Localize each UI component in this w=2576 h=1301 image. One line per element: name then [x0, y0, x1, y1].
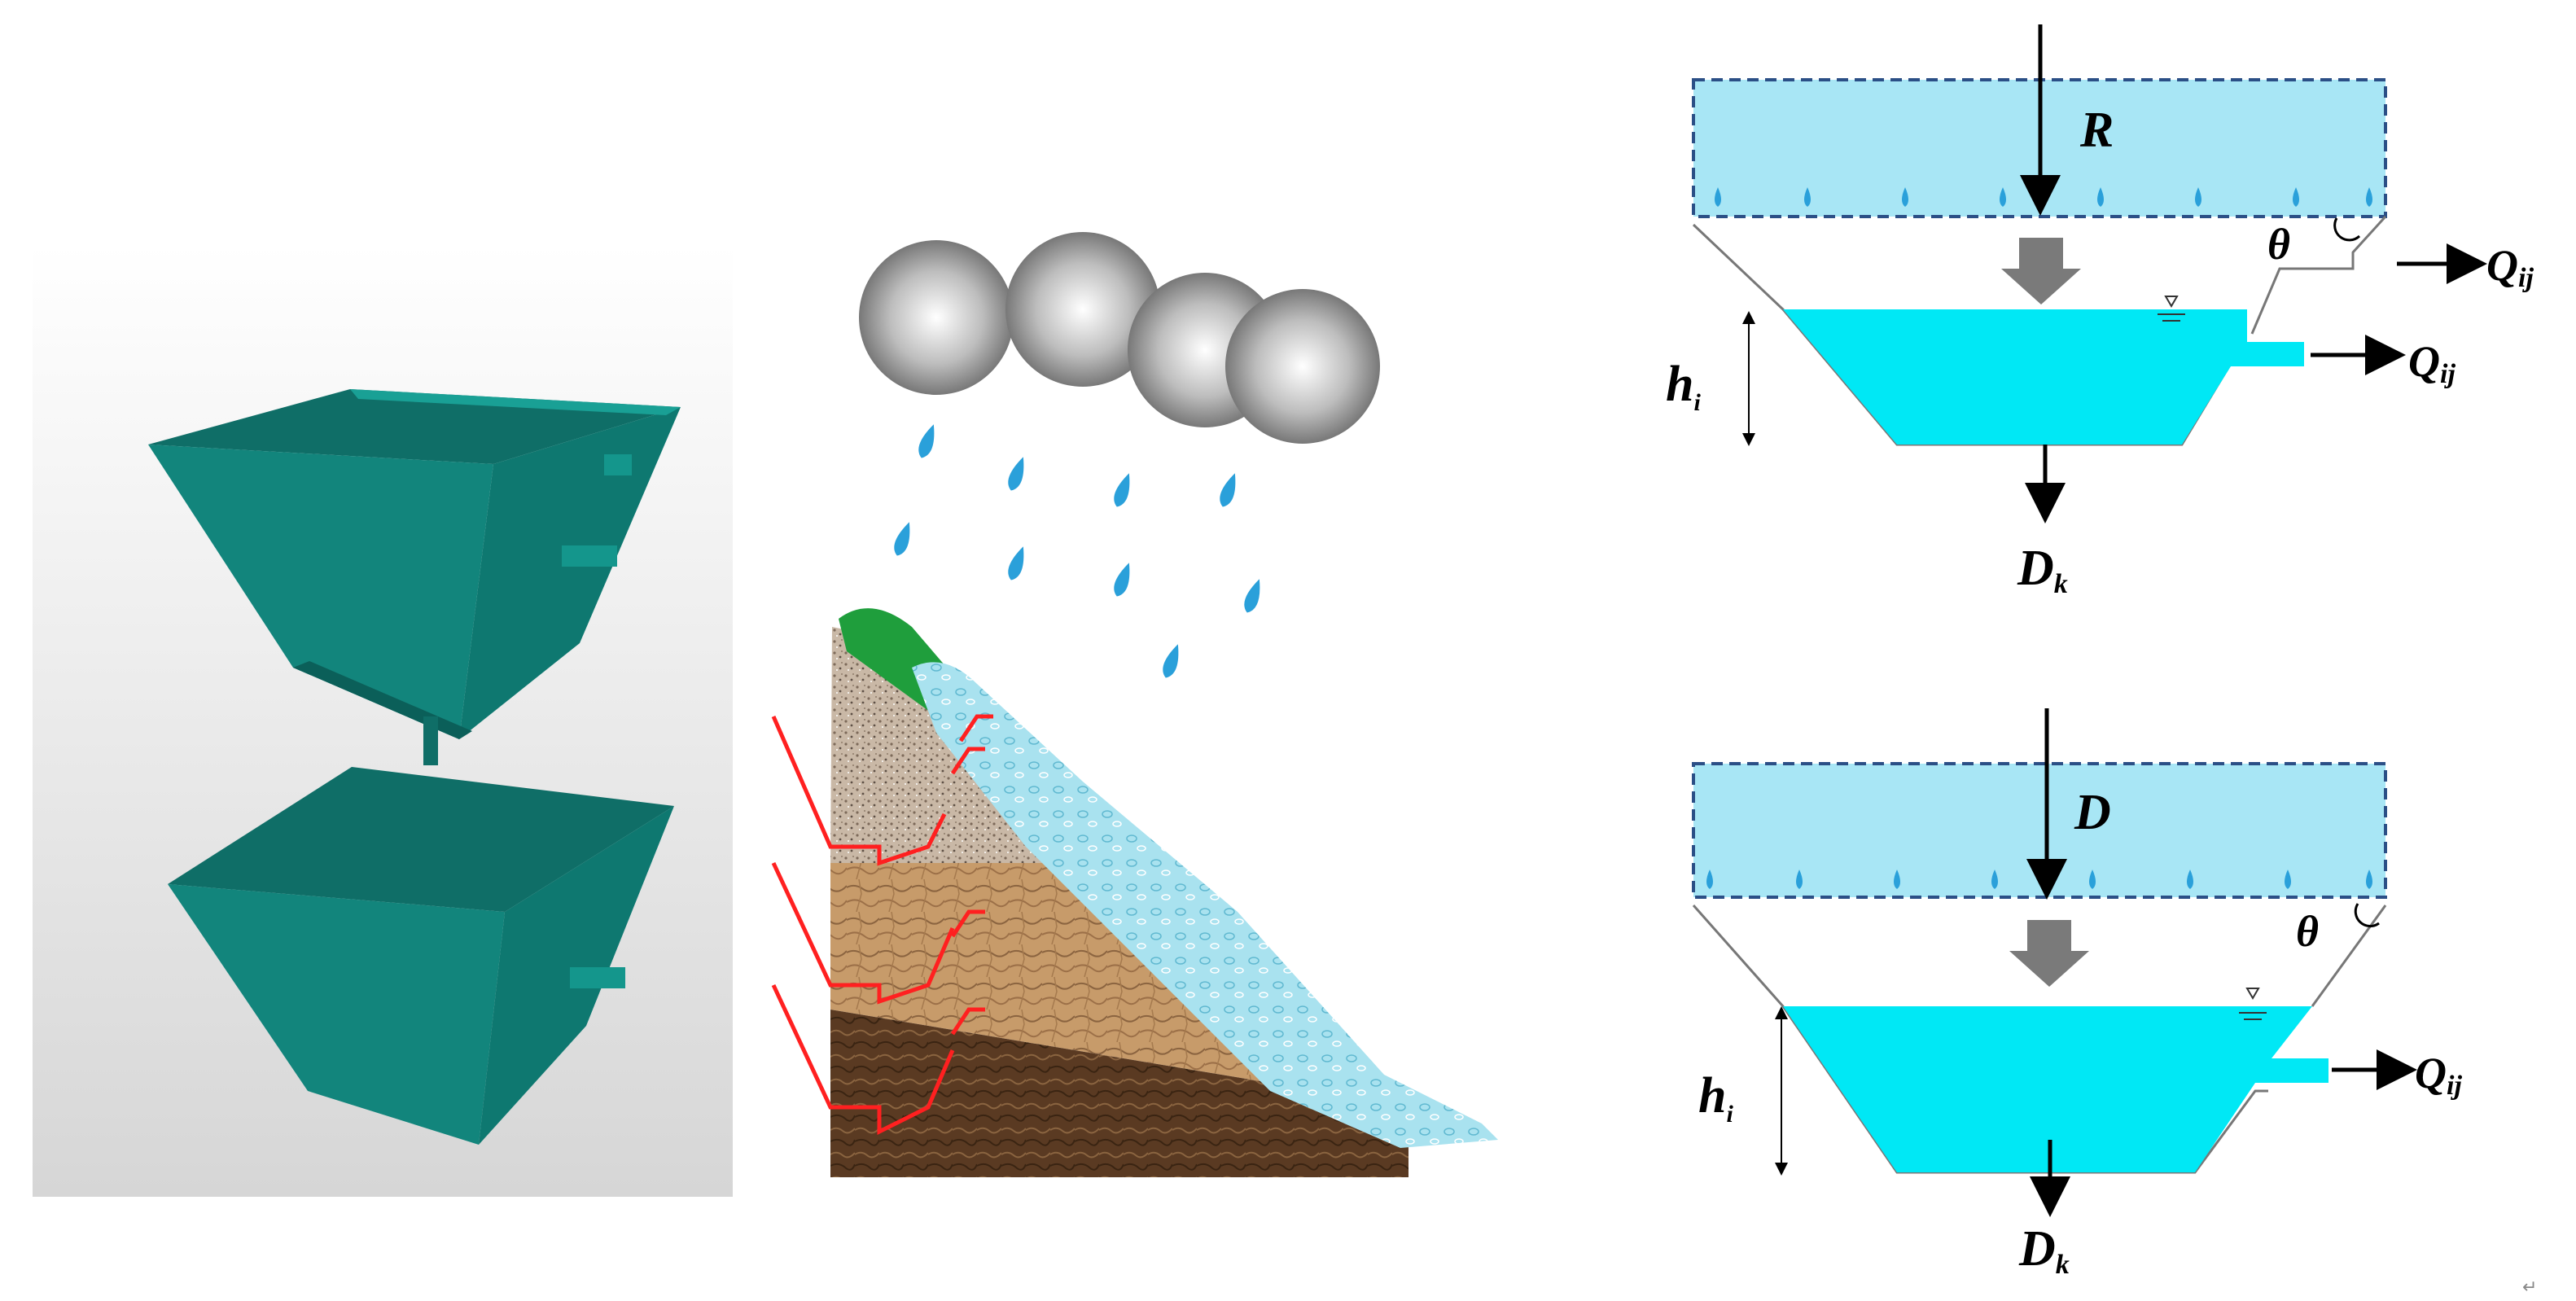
raindrop-icon	[1706, 870, 2372, 889]
theta-label: θ	[2267, 220, 2290, 269]
bedrock-layer	[830, 1010, 1408, 1177]
bucket-render-panel	[33, 244, 733, 1197]
lower-bucket	[168, 767, 674, 1145]
cloud-icon	[859, 232, 1380, 444]
top-tank-schematic: R θ Qij Qij hi Dk	[1666, 24, 2534, 599]
upper-bucket-side-pipe-1	[604, 454, 632, 475]
slope-illustration-panel	[771, 232, 1498, 1177]
lower-bucket-side-pipe	[570, 967, 625, 988]
drain-label: Dk	[2018, 1221, 2070, 1280]
angle-arc	[2333, 217, 2361, 242]
surface-water-flow	[912, 662, 1498, 1148]
raindrop-icon	[1715, 187, 2372, 207]
lateral-flux-lines	[771, 714, 993, 1136]
upper-bucket	[148, 389, 681, 765]
upper-bucket-bottom-pipe	[423, 716, 438, 765]
angle-arc	[2354, 903, 2380, 927]
paragraph-mark: ↵	[2522, 1277, 2537, 1297]
input-label: D	[2074, 785, 2111, 840]
water-body	[1783, 1006, 2328, 1172]
theta-label: θ	[2296, 907, 2319, 956]
depth-label: hi	[1666, 357, 1701, 416]
water-level-symbol-icon	[2164, 296, 2179, 308]
rain-label: R	[2079, 103, 2114, 158]
bottom-tank-schematic: D θ Qij hi Dk	[1692, 708, 2462, 1280]
raindrop-icon	[878, 424, 1260, 678]
water-level-symbol-icon	[2245, 988, 2260, 1000]
clay-layer	[830, 863, 1319, 1091]
gray-infiltration-arrow	[2009, 920, 2089, 987]
water-body	[1783, 309, 2304, 445]
depth-label: hi	[1698, 1068, 1733, 1128]
tank-wall-upper-spill	[2250, 215, 2387, 335]
drain-label: Dk	[2017, 541, 2068, 599]
lower-outflow-label: Qij	[2408, 337, 2456, 389]
gray-infiltration-arrow	[2001, 238, 2081, 304]
upper-outflow-label: Qij	[2486, 241, 2534, 293]
upper-bucket-side-pipe-2	[562, 545, 617, 567]
outflow-label: Qij	[2415, 1049, 2462, 1101]
